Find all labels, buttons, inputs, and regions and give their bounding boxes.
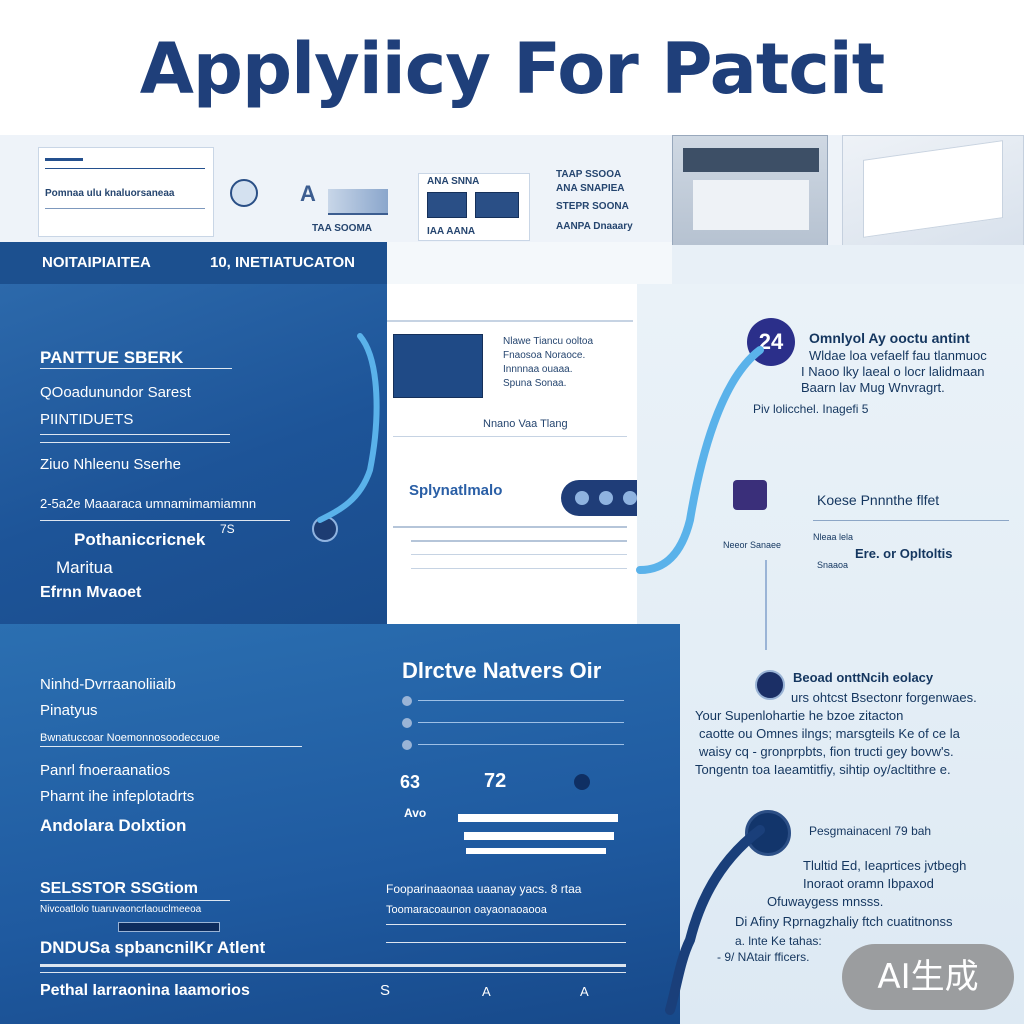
step-4-title: Pesgmainacenl 79 bah [809,824,932,838]
left-bottom-item[interactable]: Pinatyus [40,702,98,719]
footer-label: Pethal Iarraonina Iaamorios [40,982,250,999]
document-header-line: Fnaosoa Noraoce. [503,350,586,361]
step-4-line: - 9/ NAtair fficers. [717,950,810,964]
left-top-item[interactable]: Maritua [56,558,113,577]
document-preview [393,334,483,398]
document-chip-text: Splynatlmalo [409,482,503,499]
thumbnail-card-3[interactable]: ANA SNNA IAA AANA [418,173,530,241]
header-band-right [387,242,672,284]
step-2-caption: Snaaoa [817,560,849,570]
step-1-title: Omnlyol Ay ooctu antint [809,330,970,346]
chart-icon [328,189,388,215]
thumbnail-card-1[interactable]: Pomnaa ulu knaluorsaneaa [38,147,214,237]
left-top-item[interactable]: 2-5a2e Maaaraca umnamimamiamnn [40,496,257,511]
step-1-line: Baarn lav Mug Wnvragrt. [801,380,945,395]
step-3-line: Your Supenlohartie he bzoe zitacton [695,708,904,723]
left-top-item[interactable]: Efrnn Mvaoet [40,584,142,601]
left-top-item[interactable]: QOoadunundor Sarest [40,384,191,401]
document-header-line: Spuna Sonaa. [503,378,567,389]
left-bottom-item[interactable]: Ninhd-Dvrraanoliiaib [40,676,176,693]
step-3-line: Tongentn toa Iaeamtitfiy, sihtip oy/aclt… [695,762,951,777]
table-title: Dlrctve Natvers Oir [402,658,602,683]
document-title: Nnano Vaa Tlang [483,418,568,430]
header-right-label: 10, INETIATUCATON [210,254,356,271]
left-top-heading: PANTTUE SBERK [40,348,184,367]
header-band: NOITAIPIAITEA 10, INETIATUCATON [0,242,387,284]
thumbnail-card-4-line: ANA SNAPIEA [556,183,625,194]
left-top-panel: PANTTUE SBERK QOoadunundor Sarest PIINTI… [0,284,387,624]
thumbnail-card-2[interactable]: A TAA SOOMA [298,175,416,241]
thumbnail-card-4-line: STEPR SOONA [556,201,629,212]
footer-mark: A [482,984,491,999]
cube-icon [230,179,258,207]
step-1-note: Piv lolicchel. Inagefi 5 [753,402,869,416]
location-pin-icon [312,516,338,542]
stat-value: 63 [400,772,421,792]
ai-generated-badge: AI生成 [842,944,1014,1010]
left-bottom-item[interactable]: Andolara Dolxtion [40,816,187,835]
stat-value: 72 [484,770,507,792]
thumbnail-card-4-line: AANPA Dnaaary [556,221,633,232]
table-sub: Toomaracoaunon oayaonaoaooa [386,904,547,916]
step-4-line: Di Afiny Rprnagzhaliy ftch cuatitnonss [735,914,953,929]
step-3-line: caotte ou Omnes ilngs; marsgteils Ke of … [699,726,960,741]
thumbnail-card-4-line: TAAP SSOOA [556,169,622,180]
thumbnail-card-3-caption: IAA AANA [427,226,476,237]
right-panel-top [672,245,1024,284]
step-1-line: Wldae loa vefaelf fau tlanmuoc [809,348,987,363]
mini-screen-2 [475,192,519,218]
left-bottom-item[interactable]: Pharnt ihe infeplotadrts [40,788,195,805]
thumbnail-card-4[interactable]: TAAP SSOOA ANA SNAPIEA STEPR SOONA AANPA… [552,163,668,241]
step-3-title: Beoad onttNcih eolacy [793,670,934,685]
row-icon [402,718,412,728]
thumbnail-card-1-text: Pomnaa ulu knaluorsaneaa [45,188,175,199]
stat-value: Avo [404,806,427,820]
step-2-caption: Nleaa lela [813,532,854,542]
section-heading: SELSSTOR SSGtiom [40,880,198,897]
checkmark-icon [755,670,785,700]
thumbnail-card-2-heading: A [300,181,316,206]
photo-document [842,135,1024,250]
left-bottom-item[interactable]: Panrl fnoeraanatios [40,762,171,779]
step-4-line: Ofuwaygess mnsss. [767,894,884,909]
step-2-sub: Ere. or Opltoltis [855,546,953,561]
footer-mark: A [580,984,589,999]
thumbnail-card-2-caption: TAA SOOMA [312,223,372,234]
step-2-title: Koese Pnnnthe flfet [817,492,940,508]
top-thumbnail-strip: Pomnaa ulu knaluorsaneaa A TAA SOOMA ANA… [0,135,1024,281]
right-panel: 24 Omnlyol Ay ooctu antint Wldae loa vef… [637,284,1024,1024]
step-2-caption: Neeor Sanaee [723,540,782,550]
table-caption: Fooparinaaonaa uaanay yacs. 8 rtaa [386,882,582,896]
stat-icon [574,774,590,790]
timeline-node [745,810,791,856]
left-top-item[interactable]: PIINTIDUETS [40,411,134,428]
step-number-badge: 24 [747,318,795,366]
left-bottom-item[interactable]: Bwnatuccoar Noemonnosoodeccuoe [40,732,220,744]
left-bottom-panel: Ninhd-Dvrraanoliiaib Pinatyus Bwnatuccoa… [0,624,680,1024]
left-top-badge: 7S [220,522,235,536]
document-header-line: Nlawe Tiancu ooltoa [503,336,594,347]
row-icon [402,740,412,750]
step-4-line: Tlultid Ed, Ieaprtices jvtbegh [803,858,967,873]
step-3-line: waisy cq - gronprpbts, fion tructi gey b… [699,744,954,759]
step-3-line: urs ohtcst Bsectonr forgenwaes. [791,690,977,705]
step-1-line: I Naoo lky laeal o locr lalidmaan [801,364,985,379]
footer-mark: S [380,982,391,999]
document-header-line: Innnnaa ouaaa. [503,364,573,375]
step-4-line: a. lnte Ke tahas: [735,934,822,948]
page-title: Applyiicy For Patcit [139,28,886,110]
left-top-item[interactable]: Pothaniccricnek [74,530,206,549]
header-left-label: NOITAIPIAITEA [42,254,151,271]
thumbnail-card-3-title: ANA SNNA [427,176,480,187]
section-sub: DNDUSa spbancnilKr Atlent [40,938,266,957]
section-line: Nivcoatlolo tuaruvaoncrlaouclmeeoa [40,904,202,915]
mini-screen-1 [427,192,467,218]
row-icon [402,696,412,706]
document-thumb-icon [733,480,767,510]
left-top-item[interactable]: Ziuo Nhleenu Sserhe [40,456,181,473]
center-document: Nlawe Tiancu ooltoa Fnaosoa Noraoce. Inn… [387,284,665,624]
step-4-line: Inoraot oramn Ibpaxod [803,876,934,891]
